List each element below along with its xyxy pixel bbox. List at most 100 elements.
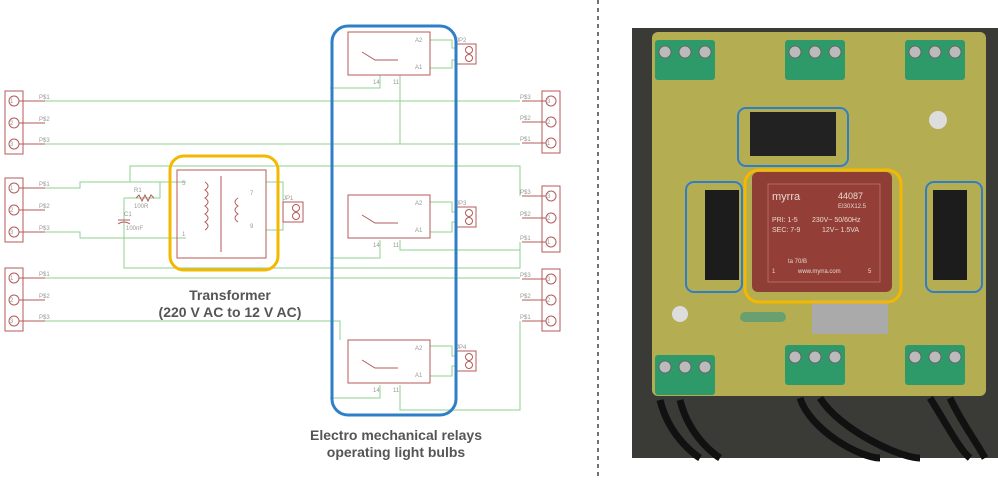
relay-pin-a1: A1 bbox=[415, 373, 423, 379]
transformer-pin: 1 bbox=[182, 232, 186, 238]
relay-symbol bbox=[347, 194, 431, 239]
jumper-pin bbox=[465, 54, 473, 62]
pin-label: P$1 bbox=[39, 95, 50, 101]
model-label: 44087 bbox=[838, 191, 863, 201]
pin-label: P$3 bbox=[520, 190, 531, 196]
pri-rating: 230V~ 50/60Hz bbox=[812, 217, 861, 224]
primary-coil bbox=[204, 181, 209, 231]
pin-number: 2 bbox=[10, 121, 14, 127]
pri-label: PRI: 1-5 bbox=[772, 217, 798, 224]
screw bbox=[908, 45, 922, 59]
transformer-caption-2: (220 V AC to 12 V AC) bbox=[159, 304, 302, 320]
wire bbox=[124, 182, 161, 199]
transformer-symbol bbox=[176, 169, 267, 259]
transformer-pin: 7 bbox=[250, 191, 254, 197]
jumper-label: JP3 bbox=[456, 201, 467, 207]
pin-number: 2 bbox=[10, 298, 14, 304]
brand-label: myrra bbox=[772, 191, 801, 203]
jumper-pin bbox=[465, 361, 473, 369]
wire bbox=[399, 321, 521, 411]
pin-label: P$1 bbox=[520, 236, 531, 242]
jumper-label: JP4 bbox=[456, 345, 467, 351]
jumper bbox=[282, 201, 304, 223]
wire bbox=[330, 385, 381, 399]
screw bbox=[678, 45, 692, 59]
wire bbox=[330, 75, 381, 89]
screw bbox=[788, 45, 802, 59]
relay-pin-11: 11 bbox=[393, 243, 400, 249]
capacitor-value: 100nF bbox=[126, 226, 143, 232]
photo-relay-highlight-left bbox=[685, 181, 743, 293]
terminal-block bbox=[541, 185, 561, 253]
relay-switch bbox=[361, 51, 398, 61]
relay-pin-11: 11 bbox=[393, 80, 400, 86]
wire bbox=[266, 215, 284, 231]
transformer-highlight bbox=[168, 154, 280, 272]
relay-pin-14: 14 bbox=[373, 80, 380, 86]
pin-number: 3 bbox=[10, 230, 14, 236]
pin-number: 2 bbox=[10, 208, 14, 214]
relay-pin-14: 14 bbox=[373, 388, 380, 394]
wire bbox=[430, 59, 456, 69]
jumper bbox=[455, 350, 477, 372]
pin-label: P$2 bbox=[39, 294, 50, 300]
screw bbox=[828, 350, 842, 364]
pin-label: P$2 bbox=[520, 294, 531, 300]
wire bbox=[129, 165, 521, 196]
screw bbox=[678, 360, 692, 374]
screw bbox=[698, 45, 712, 59]
jumper-pin bbox=[465, 209, 473, 217]
pin-number: 1 bbox=[547, 141, 551, 147]
pin-number: 3 bbox=[10, 142, 14, 148]
wire bbox=[45, 231, 186, 239]
pin-label: P$3 bbox=[520, 95, 531, 101]
pin-number: 3 bbox=[547, 194, 551, 200]
screw bbox=[658, 360, 672, 374]
pin-label: P$3 bbox=[39, 226, 50, 232]
jumper-pin bbox=[292, 212, 300, 220]
wire bbox=[45, 181, 186, 189]
secondary-coil bbox=[234, 197, 239, 223]
screw bbox=[808, 350, 822, 364]
pin-number: 1 bbox=[547, 319, 551, 325]
sec-rating: 12V~ 1.5VA bbox=[822, 227, 859, 234]
wire bbox=[430, 39, 456, 49]
wire bbox=[123, 238, 521, 269]
wire bbox=[399, 240, 520, 251]
screw bbox=[828, 45, 842, 59]
screw bbox=[908, 350, 922, 364]
pin-label: P$1 bbox=[520, 315, 531, 321]
photo-relay-highlight-top bbox=[737, 107, 849, 167]
pin-label: P$2 bbox=[520, 116, 531, 122]
wire bbox=[330, 240, 381, 259]
jumper bbox=[455, 43, 477, 65]
jumper-pin bbox=[465, 217, 473, 225]
relay-pin-a2: A2 bbox=[415, 346, 423, 352]
pin-label: P$3 bbox=[520, 273, 531, 279]
pin-label: P$1 bbox=[39, 182, 50, 188]
resistor-name: R1 bbox=[134, 188, 142, 194]
pin-number: 3 bbox=[547, 99, 551, 105]
screw bbox=[928, 45, 942, 59]
jumper-label: JP2 bbox=[456, 38, 467, 44]
screw bbox=[698, 360, 712, 374]
capacitor-name: C1 bbox=[124, 212, 132, 218]
pin-number: 3 bbox=[10, 319, 14, 325]
relay-pin-a1: A1 bbox=[415, 65, 423, 71]
wire bbox=[399, 75, 520, 145]
core-label: EI30X12.5 bbox=[838, 204, 867, 210]
pin-label: P$2 bbox=[39, 204, 50, 210]
website-label: www.myrra.com bbox=[797, 269, 841, 275]
resistor-value: 100R bbox=[134, 204, 149, 210]
relay-symbol bbox=[347, 339, 431, 384]
transformer-pin: 5 bbox=[182, 181, 186, 187]
screw bbox=[808, 45, 822, 59]
pin1-label: 1 bbox=[772, 269, 776, 275]
pin-label: P$3 bbox=[39, 315, 50, 321]
relay-pin-14: 14 bbox=[373, 243, 380, 249]
wire bbox=[430, 221, 456, 233]
pin-number: 1 bbox=[547, 240, 551, 246]
relay-switch bbox=[361, 214, 398, 224]
jumper-pin bbox=[292, 204, 300, 212]
pin-label: P$1 bbox=[39, 272, 50, 278]
